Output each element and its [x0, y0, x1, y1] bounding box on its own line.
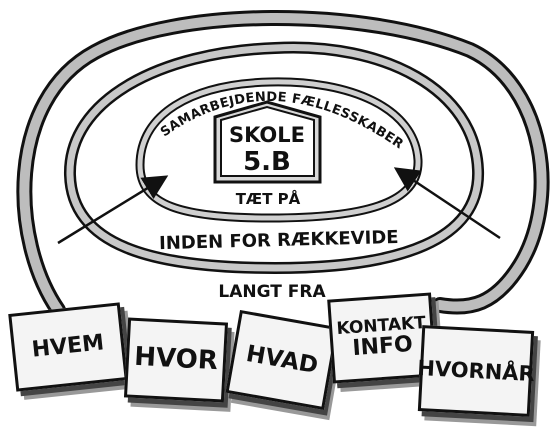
school-class: 5.B [243, 147, 291, 177]
card-hvornaar-label: HVORNÅR [416, 355, 536, 387]
arrow-right [393, 167, 501, 240]
card-hvad: HVAD [225, 309, 339, 411]
card-hvor-label: HVOR [133, 342, 219, 377]
school-name: SKOLE [229, 123, 305, 147]
card-hvad-label: HVAD [244, 340, 320, 380]
card-hvem: HVEM [8, 302, 128, 392]
zone-close-label: TÆT PÅ [236, 189, 301, 208]
card-info-label: INFO [351, 332, 414, 362]
arrow-left [57, 175, 169, 245]
school-house: SKOLE 5.B [213, 100, 322, 184]
zone-far-label: LANGT FRA [218, 282, 326, 302]
zone-within-reach-label: INDEN FOR RÆKKEVIDE [159, 227, 399, 254]
card-hvor: HVOR [123, 317, 229, 403]
card-hvornaar: HVORNÅR [416, 325, 536, 417]
card-hvem-label: HVEM [30, 330, 106, 364]
